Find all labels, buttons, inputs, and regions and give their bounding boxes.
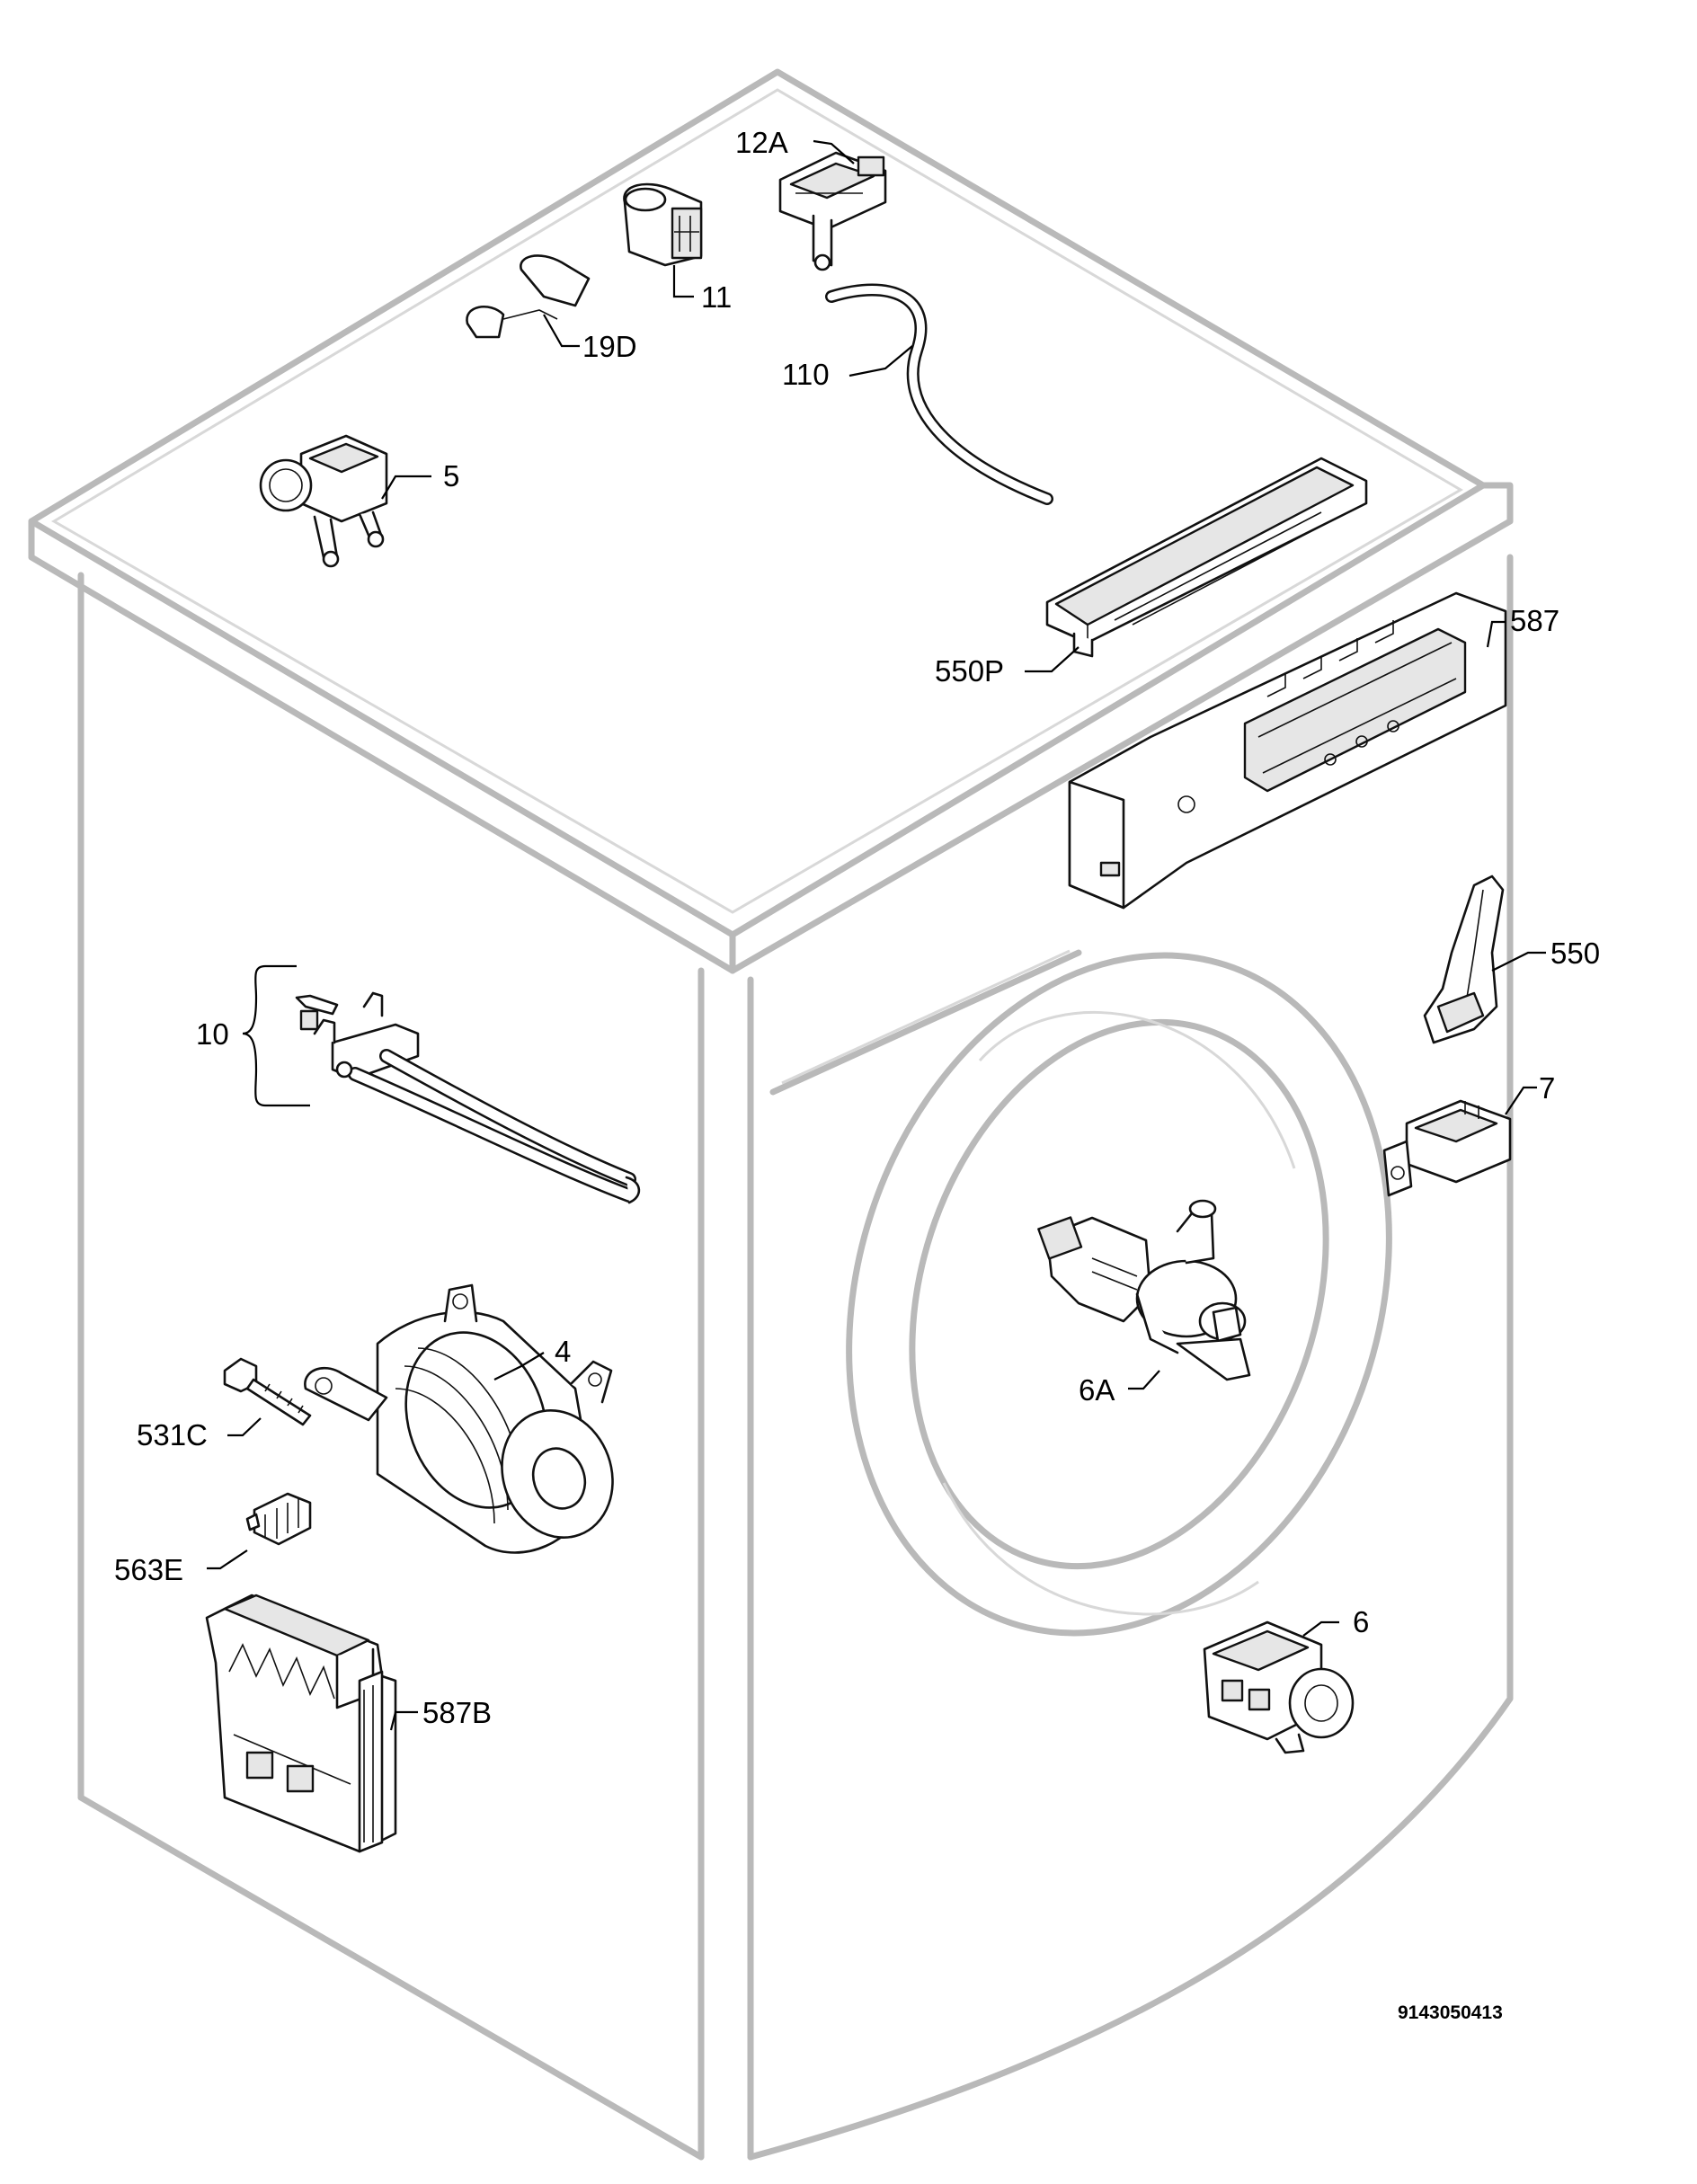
label-531C: 531C: [137, 1418, 208, 1452]
leader-110: [848, 345, 913, 377]
part-5-inlet-valve: [259, 434, 388, 568]
part-531C-bolt: [223, 1357, 312, 1426]
leader-550: [1491, 951, 1546, 972]
leader-5: [381, 475, 431, 500]
label-6A: 6A: [1079, 1373, 1115, 1407]
leader-587: [1486, 620, 1506, 648]
part-7-door-interlock: [1382, 1099, 1512, 1197]
part-19D-cap: [466, 254, 591, 339]
label-110: 110: [782, 358, 830, 391]
document-number: 9143050413: [1398, 2002, 1503, 2023]
leader-12A: [813, 139, 855, 164]
label-550P: 550P: [935, 654, 1004, 688]
leader-563E: [207, 1549, 248, 1570]
label-587B: 587B: [422, 1696, 492, 1729]
part-550P-panel-cover: [1045, 457, 1368, 658]
part-110-hose: [825, 283, 1053, 505]
part-587-electronic-module: [1068, 591, 1507, 910]
leader-6A: [1128, 1370, 1160, 1390]
part-6-drain-pump: [1203, 1620, 1355, 1754]
label-550: 550: [1550, 937, 1600, 970]
label-19D: 19D: [582, 330, 637, 363]
label-6: 6: [1353, 1605, 1369, 1638]
leader-550P: [1025, 646, 1080, 673]
cabinet-outline: [28, 68, 1514, 2161]
leader-4: [493, 1352, 545, 1381]
part-550-door-handle: [1423, 874, 1505, 1044]
label-563E: 563E: [114, 1553, 183, 1586]
label-7: 7: [1539, 1071, 1555, 1105]
part-4-motor: [304, 1283, 614, 1554]
label-12A: 12A: [735, 126, 788, 159]
part-12A-pressure-switch: [778, 151, 887, 271]
leader-7: [1505, 1086, 1537, 1115]
part-10-heating-element: [295, 991, 641, 1204]
part-563E-connector: [245, 1492, 312, 1546]
label-11: 11: [701, 280, 732, 314]
part-587B-motor-module: [205, 1594, 397, 1853]
label-10: 10: [196, 1017, 229, 1051]
label-587: 587: [1510, 604, 1559, 637]
part-11-capacitor: [623, 182, 703, 267]
leader-587B: [389, 1710, 418, 1731]
brace-10: [242, 964, 266, 1107]
leader-19D: [543, 314, 580, 348]
leader-11: [672, 265, 694, 298]
leader-6: [1302, 1620, 1339, 1637]
leader-531C: [227, 1417, 262, 1437]
label-5: 5: [443, 459, 459, 493]
part-6A-drain-pump: [1037, 1199, 1251, 1381]
label-4: 4: [555, 1335, 571, 1368]
